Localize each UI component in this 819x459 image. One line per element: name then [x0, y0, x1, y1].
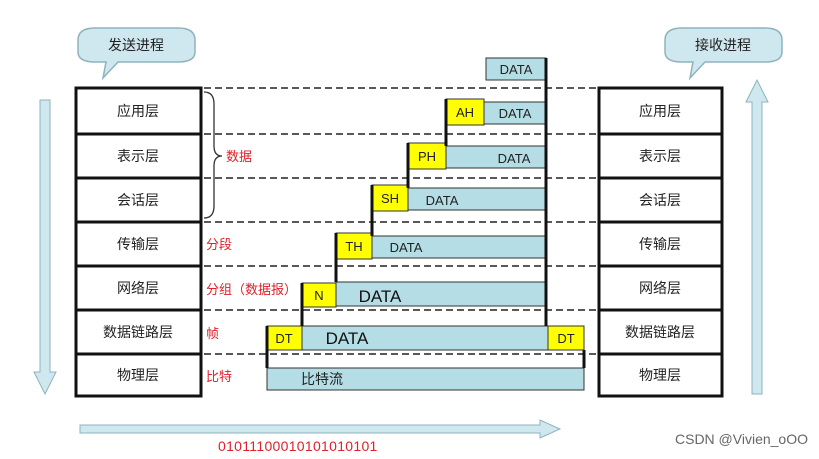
receiver-layer-physical: 物理层 [639, 368, 681, 384]
ah-data-label: DATA [499, 106, 532, 121]
bit-stream-block [266, 367, 585, 391]
th-data-label: DATA [390, 240, 423, 255]
n-data-label: DATA [359, 287, 402, 306]
pdu-label-bits: 比特 [206, 370, 232, 385]
receiver-layer-stack: 应用层 表示层 会话层 传输层 网络层 数据链路层 物理层 [597, 86, 724, 398]
receive-process-label: 接收进程 [695, 37, 751, 54]
receiver-layer-application: 应用层 [639, 103, 681, 120]
pdu-label-frame: 帧 [206, 327, 219, 342]
n-header [301, 282, 337, 308]
receiver-layer-datalink: 数据链路层 [625, 325, 695, 341]
transmission-arrow [79, 419, 562, 439]
layer-dashed-lines [204, 87, 600, 355]
receiver-layer-transport: 传输层 [639, 237, 681, 253]
encapsulation-blocks: DATA AH DATA PH DATA SH DATA TH DATA N D… [266, 57, 585, 391]
send-process-label: 发送进程 [108, 38, 164, 54]
pdu-label-segment: 分段 [206, 238, 232, 253]
dt-trailer-right-label: DT [557, 331, 574, 346]
receiver-layer-presentation: 表示层 [639, 149, 681, 165]
sender-layer-network: 网络层 [117, 281, 159, 297]
encapsulation-connectors [265, 58, 586, 368]
watermark: CSDN @Vivien_oOO [675, 431, 808, 447]
frame-data-label: DATA [326, 329, 369, 348]
receiver-layer-network: 网络层 [639, 281, 681, 297]
receive-up-arrow [745, 78, 769, 395]
sh-data-label: DATA [426, 193, 459, 208]
sender-layer-stack: 应用层 表示层 会话层 传输层 网络层 数据链路层 物理层 [74, 86, 203, 398]
n-header-label: N [314, 288, 323, 303]
dt-trailer-right [547, 325, 585, 351]
th-header [335, 232, 373, 260]
pdu-label-data: 数据 [226, 150, 252, 165]
ah-header-label: AH [456, 105, 474, 120]
receiver-layer-session: 会话层 [639, 193, 681, 209]
dt-header-left [266, 325, 303, 351]
send-process-bubble: 发送进程 [77, 27, 196, 81]
ah-header [445, 98, 485, 126]
dt-header-left-label: DT [275, 331, 292, 346]
send-down-arrow [33, 99, 57, 396]
sender-layer-session: 会话层 [117, 193, 159, 209]
sender-layer-datalink: 数据链路层 [103, 325, 173, 341]
ph-header-label: PH [418, 149, 436, 164]
bit-string: 01011100010101010101 [218, 438, 378, 454]
sender-layer-presentation: 表示层 [117, 149, 159, 165]
sender-layer-physical: 物理层 [117, 368, 159, 384]
sender-layer-transport: 传输层 [117, 237, 159, 253]
data-block-top-label: DATA [500, 62, 533, 77]
sender-layer-application: 应用层 [117, 103, 159, 120]
sh-header-label: SH [381, 191, 399, 206]
bit-stream-label: 比特流 [301, 372, 343, 388]
pdu-label-packet: 分组（数据报） [206, 283, 297, 298]
receive-process-bubble: 接收进程 [664, 27, 783, 81]
th-header-label: TH [345, 239, 362, 254]
ph-data-label: DATA [498, 151, 531, 166]
upper-layers-brace [203, 91, 223, 219]
sh-header [371, 184, 409, 212]
